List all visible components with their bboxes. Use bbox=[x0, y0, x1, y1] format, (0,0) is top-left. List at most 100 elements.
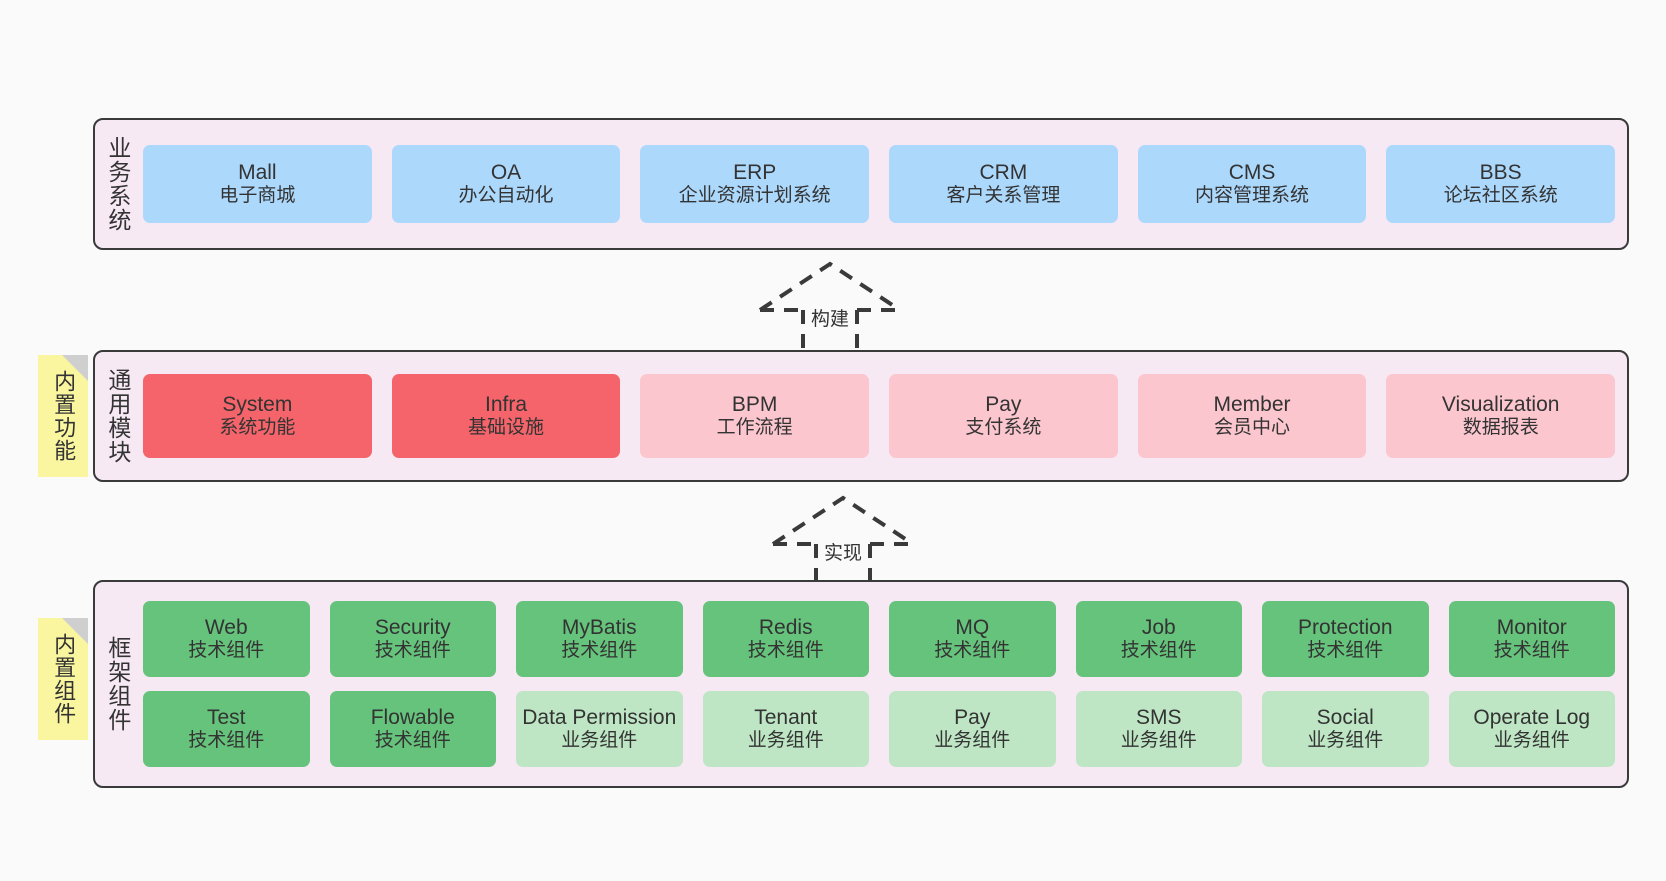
card-subtitle: 技术组件 bbox=[1120, 640, 1197, 662]
layer-label-common-modules: 通用模块 bbox=[104, 368, 131, 464]
card-subtitle: 业务组件 bbox=[934, 730, 1011, 752]
card-title: Data Permission bbox=[522, 706, 677, 729]
card-title: Tenant bbox=[754, 706, 818, 729]
card-flowable[interactable]: Flowable 技术组件 bbox=[329, 691, 496, 767]
card-subtitle: 内容管理系统 bbox=[1195, 185, 1310, 207]
card-title: Operate Log bbox=[1473, 706, 1591, 729]
card-title: ERP bbox=[733, 161, 777, 184]
card-title: CMS bbox=[1228, 161, 1276, 184]
card-pay-business[interactable]: Pay 业务组件 bbox=[889, 691, 1056, 767]
card-title: Pay bbox=[985, 393, 1022, 416]
connector-implement-label: 实现 bbox=[824, 543, 863, 564]
card-title: Security bbox=[374, 616, 451, 639]
card-subtitle: 客户关系管理 bbox=[946, 185, 1061, 207]
card-subtitle: 电子商城 bbox=[219, 185, 296, 207]
card-subtitle: 技术组件 bbox=[374, 640, 451, 662]
card-title: Protection bbox=[1297, 616, 1393, 639]
card-title: Job bbox=[1141, 616, 1176, 639]
card-test[interactable]: Test 技术组件 bbox=[143, 691, 310, 767]
card-monitor[interactable]: Monitor 技术组件 bbox=[1448, 601, 1615, 677]
card-data-permission[interactable]: Data Permission 业务组件 bbox=[516, 691, 683, 767]
card-sms[interactable]: SMS 业务组件 bbox=[1075, 691, 1242, 767]
layer-label-business-system: 业务系统 bbox=[104, 136, 131, 232]
framework-row-technical: Web 技术组件 Security 技术组件 MyBatis 技术组件 Redi… bbox=[143, 601, 1615, 677]
card-subtitle: 工作流程 bbox=[716, 417, 793, 439]
card-subtitle: 技术组件 bbox=[747, 640, 824, 662]
card-infra[interactable]: Infra 基础设施 bbox=[391, 374, 621, 458]
card-subtitle: 技术组件 bbox=[374, 730, 451, 752]
card-title: Social bbox=[1316, 706, 1374, 729]
card-erp[interactable]: ERP 企业资源计划系统 bbox=[640, 145, 870, 223]
card-title: Monitor bbox=[1496, 616, 1567, 639]
card-web[interactable]: Web 技术组件 bbox=[143, 601, 310, 677]
card-title: Member bbox=[1213, 393, 1291, 416]
card-title: Infra bbox=[484, 393, 528, 416]
layer-body-business-system: Mall 电子商城 OA 办公自动化 ERP 企业资源计划系统 CRM 客户关系… bbox=[139, 120, 1627, 248]
connector-build-label: 构建 bbox=[811, 309, 850, 330]
card-cms[interactable]: CMS 内容管理系统 bbox=[1137, 145, 1367, 223]
card-mall[interactable]: Mall 电子商城 bbox=[143, 145, 372, 223]
card-visualization[interactable]: Visualization 数据报表 bbox=[1386, 374, 1616, 458]
card-tenant[interactable]: Tenant 业务组件 bbox=[702, 691, 869, 767]
card-title: BPM bbox=[731, 393, 778, 416]
card-security[interactable]: Security 技术组件 bbox=[329, 601, 496, 677]
connector-implement: 实现 bbox=[768, 492, 918, 592]
card-bbs[interactable]: BBS 论坛社区系统 bbox=[1386, 145, 1616, 223]
card-title: Redis bbox=[758, 616, 813, 639]
card-job[interactable]: Job 技术组件 bbox=[1075, 601, 1242, 677]
card-title: MyBatis bbox=[561, 616, 637, 639]
card-subtitle: 数据报表 bbox=[1462, 417, 1539, 439]
card-subtitle: 办公自动化 bbox=[458, 185, 554, 207]
card-social[interactable]: Social 业务组件 bbox=[1262, 691, 1429, 767]
card-oa[interactable]: OA 办公自动化 bbox=[391, 145, 621, 223]
card-title: Mall bbox=[238, 161, 277, 184]
card-subtitle: 企业资源计划系统 bbox=[678, 185, 831, 207]
layer-label-framework-components: 框架组件 bbox=[104, 636, 131, 732]
card-crm[interactable]: CRM 客户关系管理 bbox=[889, 145, 1118, 223]
card-pay[interactable]: Pay 支付系统 bbox=[889, 374, 1118, 458]
layer-body-framework-components: Web 技术组件 Security 技术组件 MyBatis 技术组件 Redi… bbox=[139, 582, 1627, 786]
card-mybatis[interactable]: MyBatis 技术组件 bbox=[516, 601, 683, 677]
card-subtitle: 业务组件 bbox=[747, 730, 824, 752]
card-title: MQ bbox=[955, 616, 990, 639]
connector-build-shape bbox=[758, 261, 902, 358]
card-title: Web bbox=[204, 616, 248, 639]
card-subtitle: 支付系统 bbox=[965, 417, 1042, 439]
card-bpm[interactable]: BPM 工作流程 bbox=[640, 374, 870, 458]
card-subtitle: 技术组件 bbox=[561, 640, 638, 662]
card-protection[interactable]: Protection 技术组件 bbox=[1262, 601, 1429, 677]
card-subtitle: 技术组件 bbox=[1307, 640, 1384, 662]
business-system-row: Mall 电子商城 OA 办公自动化 ERP 企业资源计划系统 CRM 客户关系… bbox=[143, 145, 1616, 223]
connector-implement-shape bbox=[771, 495, 915, 592]
card-subtitle: 会员中心 bbox=[1214, 417, 1291, 439]
card-subtitle: 业务组件 bbox=[1120, 730, 1197, 752]
card-redis[interactable]: Redis 技术组件 bbox=[702, 601, 869, 677]
card-subtitle: 基础设施 bbox=[468, 417, 545, 439]
sticky-note-label: 内置功能 bbox=[51, 370, 77, 462]
card-system[interactable]: System 系统功能 bbox=[143, 374, 372, 458]
card-subtitle: 技术组件 bbox=[934, 640, 1011, 662]
card-title: SMS bbox=[1135, 706, 1182, 729]
card-subtitle: 技术组件 bbox=[1493, 640, 1570, 662]
card-mq[interactable]: MQ 技术组件 bbox=[889, 601, 1056, 677]
card-member[interactable]: Member 会员中心 bbox=[1137, 374, 1367, 458]
common-modules-row: System 系统功能 Infra 基础设施 BPM 工作流程 Pay 支付系统… bbox=[143, 374, 1616, 458]
card-title: Flowable bbox=[370, 706, 455, 729]
card-title: Visualization bbox=[1441, 393, 1560, 416]
layer-business-system: 业务系统 Mall 电子商城 OA 办公自动化 ERP 企业资源计划系统 CRM… bbox=[93, 118, 1629, 250]
layer-body-common-modules: System 系统功能 Infra 基础设施 BPM 工作流程 Pay 支付系统… bbox=[139, 352, 1627, 480]
card-operate-log[interactable]: Operate Log 业务组件 bbox=[1448, 691, 1615, 767]
card-subtitle: 论坛社区系统 bbox=[1443, 185, 1558, 207]
sticky-note-label: 内置组件 bbox=[51, 633, 77, 725]
card-subtitle: 业务组件 bbox=[1493, 730, 1570, 752]
card-subtitle: 业务组件 bbox=[1307, 730, 1384, 752]
sticky-note-builtin-component: 内置组件 bbox=[38, 618, 88, 740]
layer-framework-components: 框架组件 Web 技术组件 Security 技术组件 MyBatis 技术组件… bbox=[93, 580, 1629, 788]
card-title: OA bbox=[490, 161, 522, 184]
card-title: BBS bbox=[1479, 161, 1522, 184]
connector-build: 构建 bbox=[755, 258, 905, 358]
sticky-fold-corner-icon bbox=[62, 618, 88, 644]
card-title: Pay bbox=[954, 706, 991, 729]
card-subtitle: 业务组件 bbox=[561, 730, 638, 752]
